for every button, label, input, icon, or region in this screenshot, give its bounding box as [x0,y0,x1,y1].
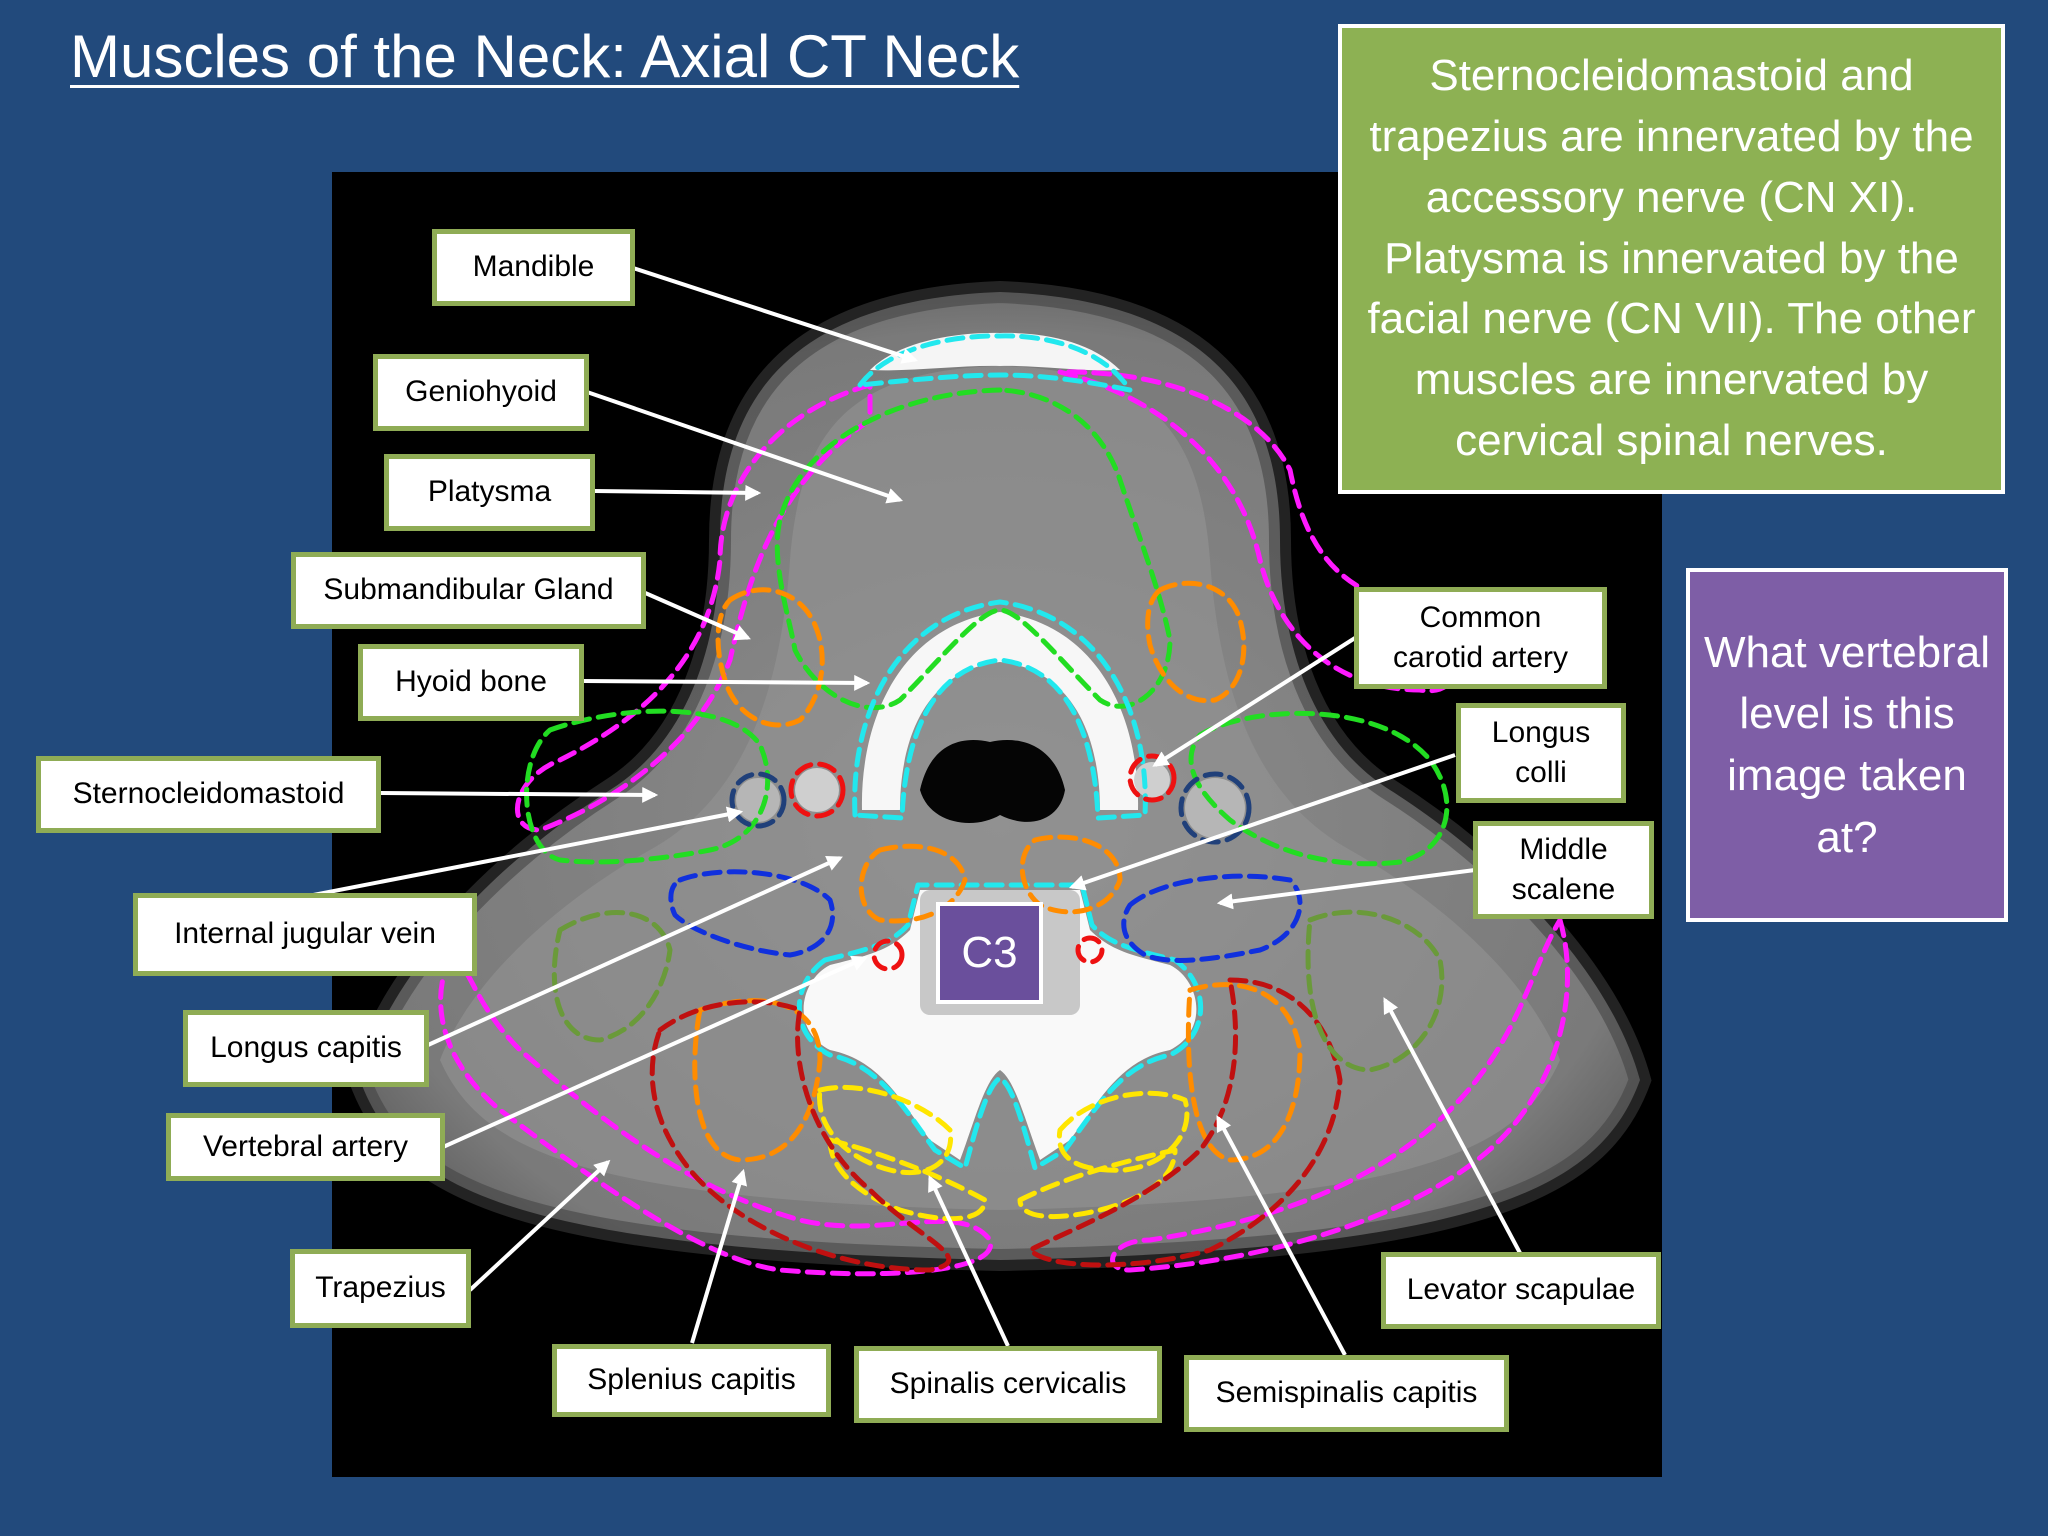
arrow-hyoid [581,674,871,691]
label-longus-colli: Longus colli [1456,703,1626,803]
levator-left-outline [551,910,673,1043]
arrow-vertebral-artery [442,955,868,1149]
ijv-left-outline [729,771,787,829]
scm-left-outline [524,708,771,865]
hyoid-bone-shape [861,612,1139,810]
paraspinal-right-outline [1185,982,1303,1163]
ijv-left-vessel [736,778,780,822]
carotid-right-vessel [1134,762,1170,798]
slide-title: Muscles of the Neck: Axial CT Neck [70,23,1020,90]
levator-right-outline [1305,909,1445,1073]
label-spinalis-cervicalis: Spinalis cervicalis [854,1346,1162,1423]
arrow-geniohyoid [586,390,904,504]
label-levator-scapulae: Levator scapulae [1381,1252,1661,1329]
vertebral-artery-right-outline [1075,935,1105,965]
label-splenius-capitis: Splenius capitis [552,1344,831,1417]
middle-scalene-right-outline [1121,873,1303,963]
arrow-longus-capitis [427,856,843,1047]
carotid-left-vessel [795,768,839,812]
label-common-carotid-artery: Common carotid artery [1354,587,1607,689]
submandibular-left-outline [715,587,825,728]
carotid-left-outline [788,761,846,819]
label-sternocleidomastoid: Sternocleidomastoid [36,756,381,833]
label-trapezius: Trapezius [290,1249,471,1328]
arrow-submandibular [642,590,751,641]
mandible-outline [857,333,1133,393]
longus-capitis-left-outline [858,843,968,924]
arrow-semispinalis [1216,1115,1347,1356]
arrow-platysma [593,484,762,501]
scm-right-outline [1188,710,1450,867]
label-vertebral-artery: Vertebral artery [166,1113,445,1181]
longus-colli-right-outline [1019,834,1123,915]
innervation-info-box: Sternocleidomastoid and trapezius are in… [1338,24,2005,494]
arrow-trapezius [468,1159,611,1292]
arrow-levator [1383,997,1522,1254]
arrow-splenius [690,1168,748,1344]
vertebra-outline [796,882,1204,1171]
label-middle-scalene: Middle scalene [1473,821,1654,919]
carotid-right-outline [1127,753,1177,803]
middle-scalene-left-outline [668,869,836,958]
spinalis-right-outline [1056,1090,1190,1173]
arrow-ijv [302,806,744,899]
semispinalis-left-outline [827,1137,988,1222]
geniohyoid-outline [774,387,1173,711]
splenius-left-outline [649,999,952,1273]
label-submandibular-gland: Submandibular Gland [291,552,646,629]
label-longus-capitis: Longus capitis [183,1010,429,1087]
vertebral-level-question-box: What vertebral level is this image taken… [1686,568,2008,922]
airway [920,739,1065,823]
trapezius-right-outline [1110,917,1570,1273]
arrow-longus-colli [1068,753,1456,891]
label-mandible: Mandible [432,229,635,306]
label-semispinalis-capitis: Semispinalis capitis [1184,1355,1509,1432]
arrow-scm [379,786,659,803]
label-internal-jugular-vein: Internal jugular vein [133,893,477,976]
label-hyoid-bone: Hyoid bone [358,644,584,721]
ijv-right-outline [1178,771,1252,845]
label-geniohyoid: Geniohyoid [373,354,589,431]
vertebral-artery-left-outline [871,938,905,972]
label-platysma: Platysma [384,454,595,531]
arrow-common-carotid [1152,636,1357,767]
platysma-left-outline [514,382,873,833]
splenius-right-outline [1027,977,1343,1268]
arrow-mandible [632,266,919,364]
submandibular-right-outline [1145,580,1247,704]
vertebral-level-marker: C3 [936,902,1043,1004]
arrow-middle-scalene [1216,868,1476,910]
arrow-spinalis [928,1175,1010,1347]
